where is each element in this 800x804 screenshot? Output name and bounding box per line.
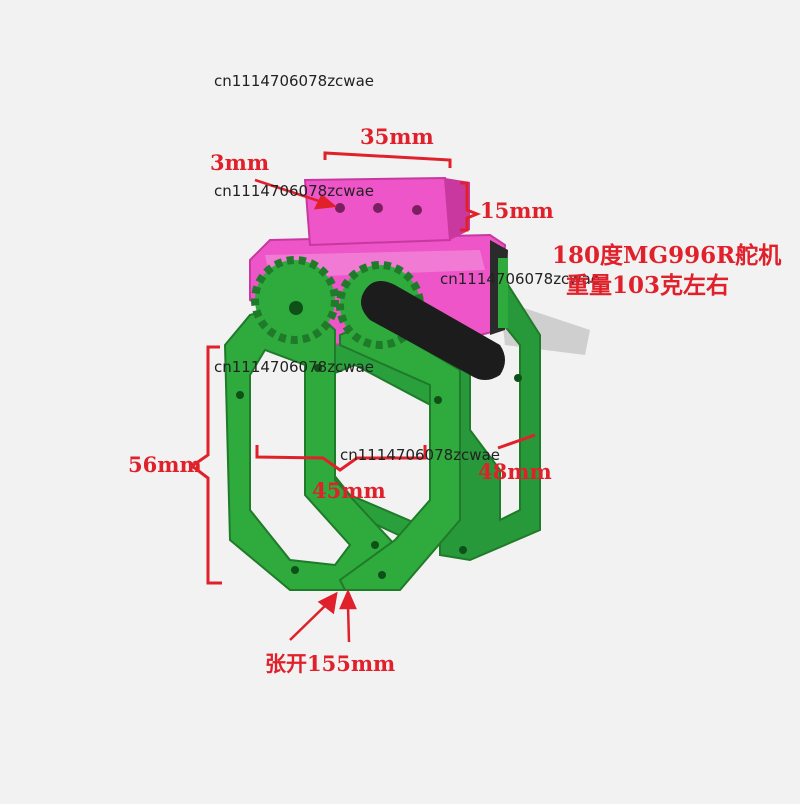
dim-depth: 48mm [478,459,552,484]
jaw-hole [314,364,322,372]
dim-hole: 3mm [210,150,270,175]
mount-plate-side [445,178,470,240]
watermark: cn1114706078zcwae [214,358,374,376]
mount-hole [373,203,383,213]
dim-width-top-line [323,151,452,168]
dim-height-top-line [460,181,482,232]
jaw-hole [459,546,467,554]
jaw-hole [291,566,299,574]
dim-height-top: 15mm [480,198,554,223]
watermark: cn1114706078zcwae [340,446,500,464]
servo-horn [361,281,505,380]
jaw-hole [514,374,522,382]
mount-hole [335,203,345,213]
dim-opening: 张开155mm [265,651,396,676]
dim-depth-line [497,433,536,450]
opening-arrowhead-left [317,591,338,615]
jaw-hole [434,396,442,404]
watermark: cn1114706078zcwae [214,72,374,90]
dim-width-mid: 45mm [312,478,386,503]
dim-width-top: 35mm [360,124,434,149]
opening-arrow-left [289,602,329,641]
dim-width-mid-line [255,445,427,472]
left-gear-body [261,266,329,334]
jaw-hole [378,571,386,579]
right-gear-edge [498,258,508,328]
dim-height-left: 56mm [128,452,202,477]
hole-arrowhead [313,194,338,210]
watermark: cn1114706078zcwae [214,182,374,200]
jaw-hole [371,541,379,549]
arrows [254,178,357,643]
left-gear-axle [289,301,303,315]
servo-note-line1: 180度MG996R舵机 [552,242,782,269]
mount-hole [412,205,422,215]
hole-arrow [254,178,323,204]
dim-height-left-line [189,345,222,585]
servo-note-line2: 重量103克左右 [566,272,730,299]
opening-arrowhead-right [339,588,357,610]
dimension-lines [189,151,536,585]
watermark: cn1114706078zcwae [440,270,600,288]
opening-arrow-right [346,604,351,643]
jaw-hole [236,391,244,399]
